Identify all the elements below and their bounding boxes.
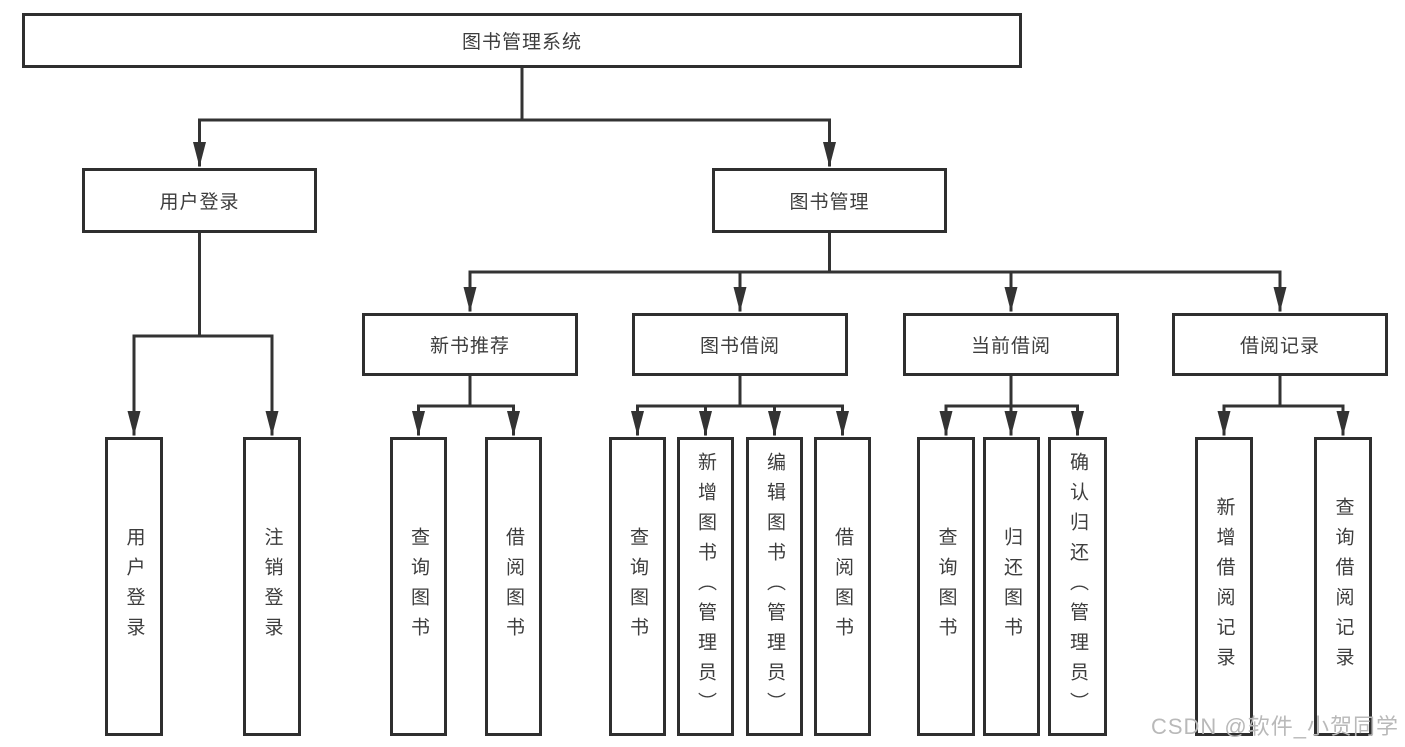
node-new-book-recommend: 新书推荐 <box>362 313 578 376</box>
node-root: 图书管理系统 <box>22 13 1022 68</box>
leaf-add-books-admin: 新增图书（管理员） <box>677 437 734 736</box>
node-current-borrow: 当前借阅 <box>903 313 1119 376</box>
leaf-edit-books-admin-label: 编辑图书（管理员） <box>764 451 785 722</box>
node-book-management-label: 图书管理 <box>789 192 870 213</box>
leaf-borrow-query-books-label: 查询图书 <box>627 526 648 647</box>
leaf-logout: 注销登录 <box>243 437 301 736</box>
node-user-login: 用户登录 <box>82 168 317 233</box>
leaf-borrow-books-label: 借阅图书 <box>832 526 853 647</box>
leaf-user-login: 用户登录 <box>105 437 163 736</box>
leaf-add-borrow-record-label: 新增借阅记录 <box>1213 496 1235 677</box>
node-borrow-records-label: 借阅记录 <box>1239 336 1320 357</box>
leaf-user-login-label: 用户登录 <box>123 526 145 647</box>
leaf-recommend-borrow-books-label: 借阅图书 <box>503 526 524 647</box>
leaf-recommend-query-books: 查询图书 <box>390 437 447 736</box>
leaf-query-borrow-record-label: 查询借阅记录 <box>1332 496 1354 677</box>
leaf-confirm-return-admin: 确认归还（管理员） <box>1048 437 1107 736</box>
node-borrow-records: 借阅记录 <box>1172 313 1388 376</box>
leaf-current-query-books-label: 查询图书 <box>935 526 957 647</box>
node-root-label: 图书管理系统 <box>461 32 582 53</box>
node-book-borrow-label: 图书借阅 <box>699 336 780 357</box>
leaf-confirm-return-admin-label: 确认归还（管理员） <box>1067 451 1088 722</box>
node-book-borrow: 图书借阅 <box>632 313 848 376</box>
leaf-return-books-label: 归还图书 <box>1001 526 1022 647</box>
leaf-borrow-books: 借阅图书 <box>814 437 871 736</box>
node-current-borrow-label: 当前借阅 <box>970 336 1051 357</box>
leaf-recommend-query-books-label: 查询图书 <box>408 526 429 647</box>
node-user-login-label: 用户登录 <box>159 192 240 213</box>
leaf-recommend-borrow-books: 借阅图书 <box>485 437 542 736</box>
leaf-borrow-query-books: 查询图书 <box>609 437 666 736</box>
node-book-management: 图书管理 <box>712 168 947 233</box>
leaf-add-books-admin-label: 新增图书（管理员） <box>695 451 716 722</box>
csdn-watermark: CSDN @软件_小贺同学 <box>1150 714 1399 739</box>
leaf-add-borrow-record: 新增借阅记录 <box>1195 437 1253 736</box>
leaf-current-query-books: 查询图书 <box>917 437 975 736</box>
leaf-edit-books-admin: 编辑图书（管理员） <box>746 437 803 736</box>
node-new-book-recommend-label: 新书推荐 <box>429 336 510 357</box>
leaf-return-books: 归还图书 <box>983 437 1040 736</box>
leaf-query-borrow-record: 查询借阅记录 <box>1314 437 1372 736</box>
leaf-logout-label: 注销登录 <box>261 526 283 647</box>
